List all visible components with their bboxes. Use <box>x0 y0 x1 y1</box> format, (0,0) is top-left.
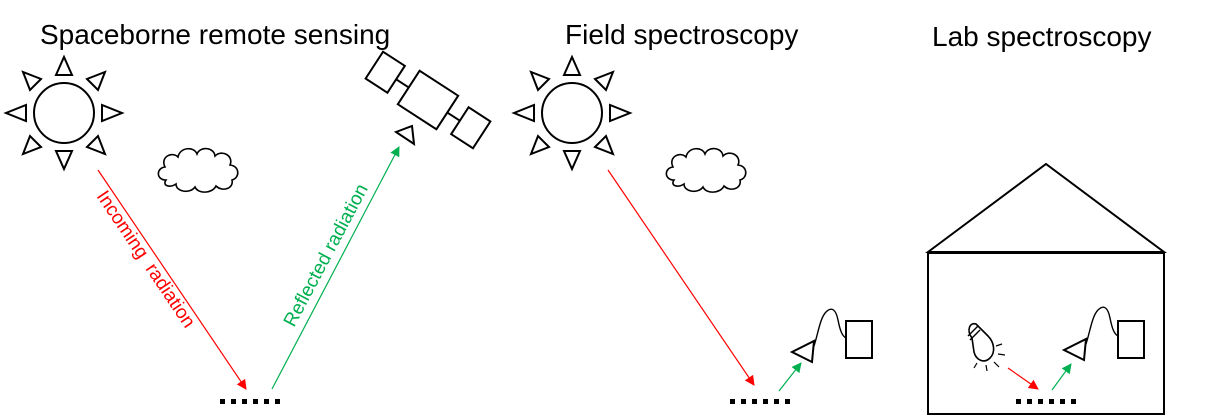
cloud-icon <box>665 147 747 193</box>
panel-title-field: Field spectroscopy <box>565 19 798 50</box>
spectrometer-icon <box>1117 320 1145 359</box>
reflected-radiation-label: Reflected radiation <box>280 181 373 331</box>
incoming-radiation-label: Incoming radiation <box>92 187 199 332</box>
panel-title-lab: Lab spectroscopy <box>932 21 1151 52</box>
target-surface-icon <box>220 399 280 404</box>
fiber-cable <box>1085 306 1119 345</box>
reflected-radiation-arrow <box>778 362 802 392</box>
reflected-radiation-arrow <box>1051 363 1072 391</box>
house-icon <box>924 162 1168 415</box>
sun-icon <box>5 56 123 170</box>
fiber-cable <box>813 308 847 347</box>
satellite-icon <box>364 50 492 150</box>
cloud-icon <box>157 147 239 193</box>
panel-title-spaceborne: Spaceborne remote sensing <box>40 19 390 50</box>
incoming-radiation-arrow <box>97 169 247 390</box>
reflected-radiation-arrow <box>271 146 400 390</box>
target-surface-icon <box>730 399 790 404</box>
sensor-icon <box>1061 337 1088 362</box>
incoming-radiation-arrow <box>607 169 755 386</box>
satellite-sensor-icon <box>393 124 416 147</box>
sensor-icon <box>789 339 816 364</box>
sun-icon <box>513 56 631 170</box>
incoming-radiation-arrow <box>1007 367 1039 390</box>
light-bulb-icon <box>967 322 1006 372</box>
spectrometer-icon <box>845 320 873 359</box>
